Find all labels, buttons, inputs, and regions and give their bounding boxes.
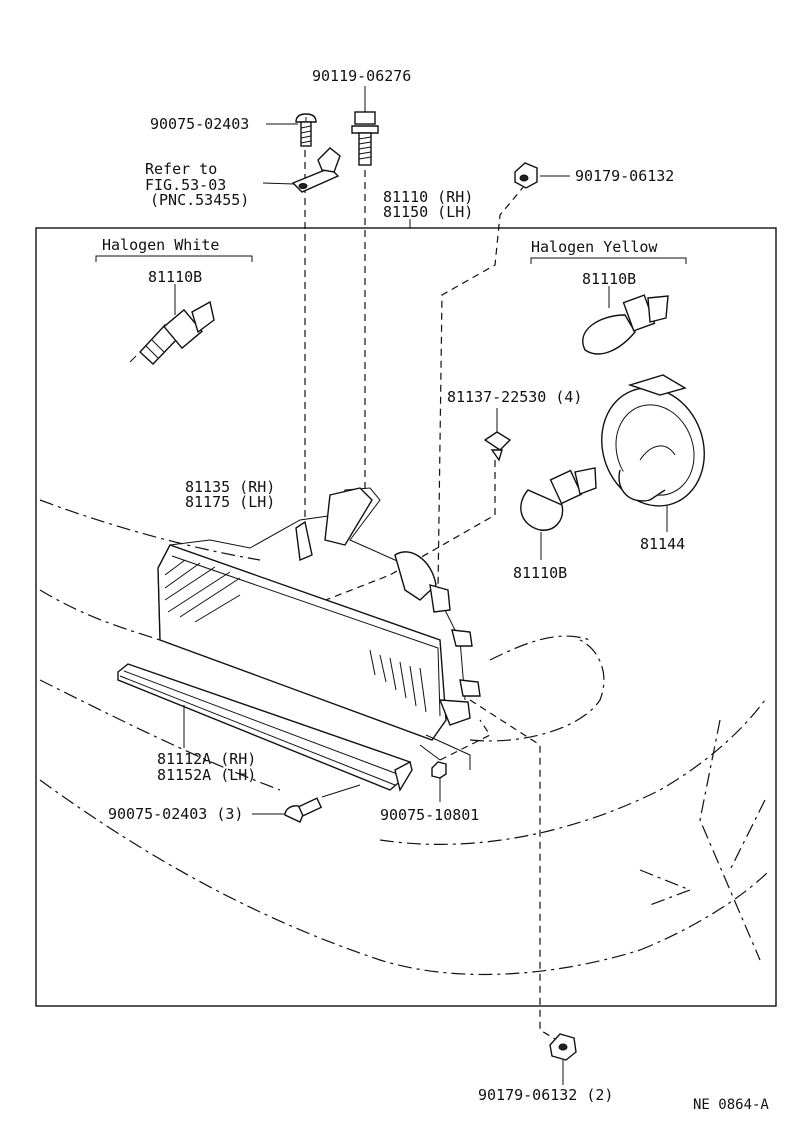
bulb-icon [582,294,669,355]
halogen-white-group [95,255,253,315]
label-lens-rh: 81135 (RH) [185,478,275,496]
label-bulb-small: 81110B [513,564,567,582]
bracket-icon [291,147,341,193]
label-bulb-white: 81110B [148,268,202,286]
label-assy-rh: 81110 (RH) [383,188,473,206]
screw-icon [252,784,361,823]
nut-icon [514,162,538,189]
diagram-frame [35,227,777,1007]
label-halogen-white: Halogen White [102,236,219,254]
bulb-icon [520,467,597,560]
label-clip: 81137-22530 (4) [447,388,582,406]
socket-cover-icon [601,374,705,532]
label-nut-bottom: 90179-06132 (2) [478,1086,613,1104]
label-lens-lh: 81175 (LH) [185,493,275,511]
label-seal-rh: 81112A (RH) [157,750,256,768]
label-assy-lh: 81150 (LH) [383,203,473,221]
bulb-icon [129,300,215,365]
label-seal-lh: 81152A (LH) [157,766,256,784]
nut-icon [549,1033,577,1085]
clip-icon [483,408,512,462]
label-bulb-yellow: 81110B [582,270,636,288]
halogen-yellow-group [530,257,687,308]
seal-strip [117,663,413,792]
label-refer-line2: FIG.53-03 [145,176,226,194]
headlamp-assembly [157,487,481,770]
nut-icon [431,761,447,802]
screw-icon [295,113,317,147]
label-screw-top: 90075-02403 [150,115,249,133]
label-nut-side: 90075-10801 [380,806,479,824]
vehicle-body-outline [39,499,771,976]
label-bolt-top: 90119-06276 [312,67,411,85]
label-screw-bottom: 90075-02403 (3) [108,805,243,823]
label-refer-line3: (PNC.53455) [150,191,249,209]
label-socket-cover: 81144 [640,535,685,553]
label-halogen-yellow: Halogen Yellow [531,238,658,256]
label-refer-line1: Refer to [145,160,217,178]
bolt-icon [351,111,379,166]
label-leaders [262,86,570,185]
label-ref-code: NE 0864-A [693,1097,769,1113]
label-nut-top: 90179-06132 [575,167,674,185]
